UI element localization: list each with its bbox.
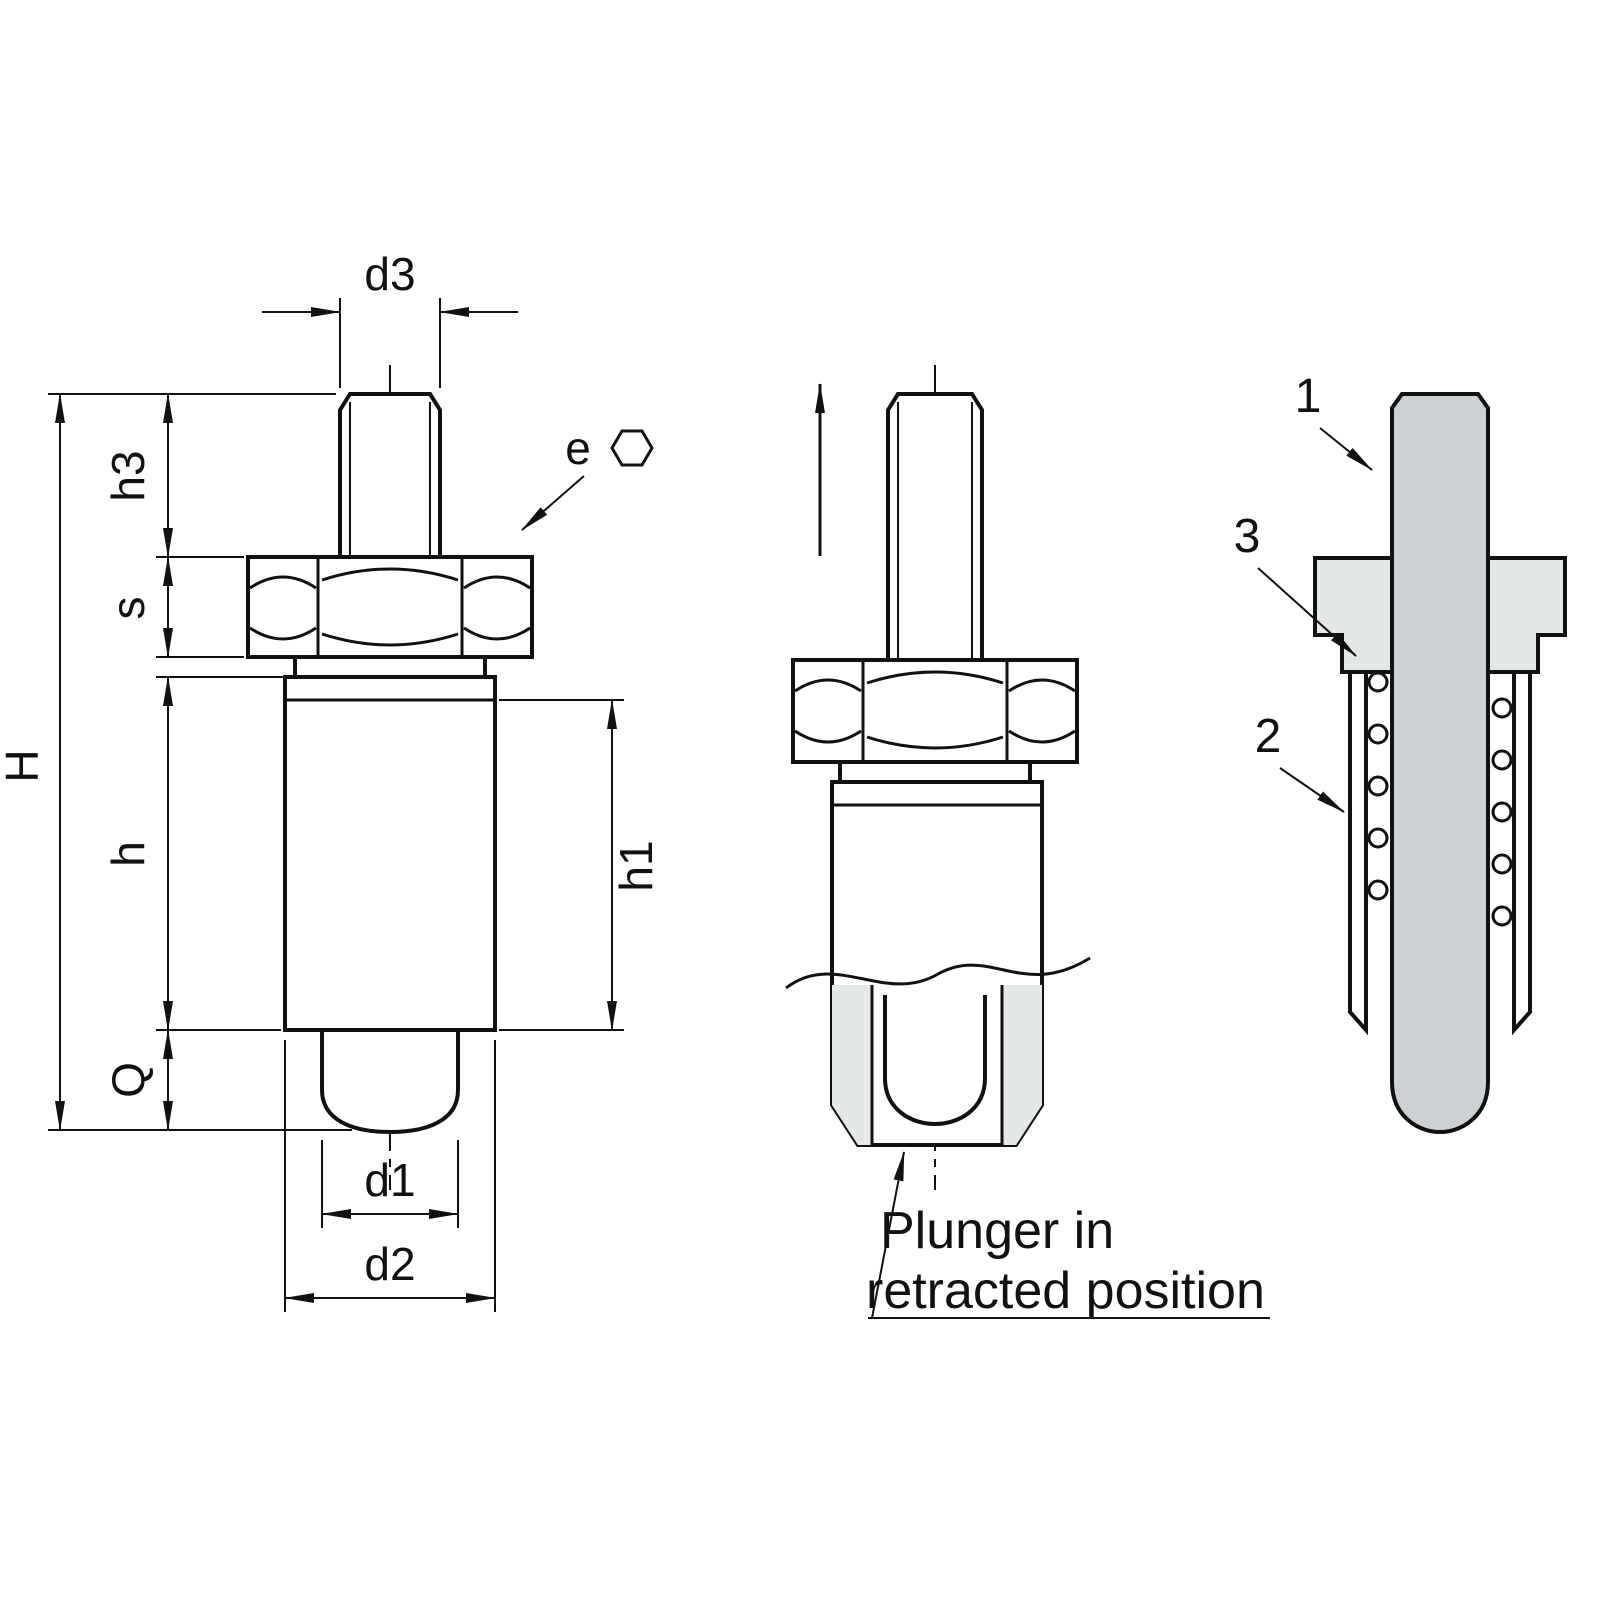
spring-coil [1367,879,1389,901]
hex-nut [791,658,1079,764]
leader-line [871,1151,905,1319]
section-wall-right [1002,985,1042,1145]
part-callout-3: 3 [1234,510,1357,657]
retracted-note: Plunger in retracted position [866,1151,1270,1320]
hexagon-icon [610,429,654,467]
dimension-label: d3 [364,248,415,300]
sleeve-wall-left [1348,670,1368,1036]
leader-line [1279,767,1345,813]
dimension-label: e [565,422,591,474]
spring-coil [1367,671,1389,693]
dimension-label: d1 [364,1154,415,1206]
dimension-d3: d3 [262,248,518,388]
spring-coil [1491,749,1513,771]
spring-coil [1367,723,1389,745]
section-wall-left [832,985,872,1145]
dimension-label: H [0,749,48,782]
leader-line [521,475,585,531]
plunger-tip [320,1028,460,1135]
note-line-1: Plunger in [880,1202,1114,1260]
dimension-label: h [102,841,154,867]
hex-nut [246,555,534,659]
dimension-h3: h3 [102,393,244,558]
threaded-stud [886,392,984,662]
dimension-Q: Q [102,1029,173,1131]
spring-coil [1491,801,1513,823]
callout-e: e [521,422,654,531]
dimension-H: H [0,393,352,1131]
section-view: 1 3 2 [1234,370,1567,1135]
threaded-stud [338,392,442,559]
dimension-s: s [102,556,244,658]
note-line-2: retracted position [866,1262,1265,1320]
spring-coil [1367,775,1389,797]
part-number: 2 [1255,710,1282,763]
spring-coil [1491,905,1513,927]
dimension-label: s [102,597,154,620]
plunger-pin-section [1390,392,1490,1135]
dimension-d1: d1 [321,1140,459,1228]
collar [293,655,487,679]
retracted-view: Plunger in retracted position [785,365,1270,1320]
nut-chamfer-arcs [249,567,531,647]
retracted-plunger-tip [883,995,987,1127]
body-cylinder [283,675,497,1032]
spring-coil [1367,827,1389,849]
dimension-label: d2 [364,1238,415,1290]
break-line [785,956,1091,990]
part-callout-1: 1 [1295,370,1373,471]
flange-section-right [1486,556,1567,674]
front-view: H h3 s h Q h1 [0,248,662,1312]
leader-line [1319,427,1373,471]
part-number: 3 [1234,510,1261,563]
leader-line [1257,567,1357,657]
part-number: 1 [1295,370,1322,423]
part-callout-2: 2 [1255,710,1345,813]
spring-coil [1491,697,1513,719]
nut-chamfer-arcs [794,670,1076,750]
spring-coil [1491,853,1513,875]
collar [838,760,1032,784]
spring-coil-section [1367,671,1513,927]
sleeve-wall-right [1512,670,1532,1036]
dimension-h1: h1 [499,699,662,1031]
dimension-label: h1 [610,840,662,891]
dimension-h: h [102,676,291,1031]
dimension-d2: d2 [284,1040,496,1312]
dimension-label: h3 [102,450,154,501]
dimension-label: Q [102,1062,154,1098]
